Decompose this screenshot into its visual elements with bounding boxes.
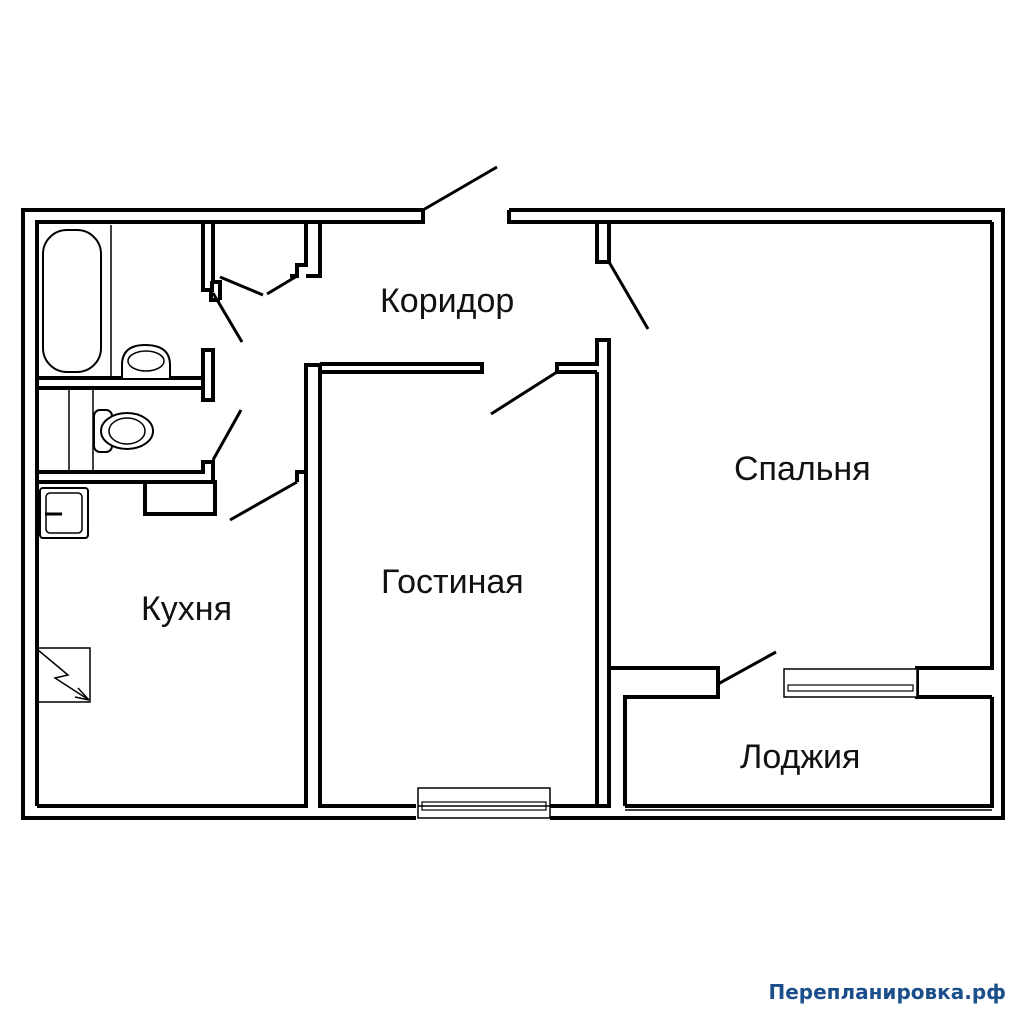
- room-label-bedroom: Спальня: [734, 450, 871, 488]
- toilet-room: [37, 386, 215, 484]
- sink-icon: [121, 343, 171, 378]
- closet-door-left[interactable]: [219, 275, 264, 297]
- living-room-window: [417, 787, 551, 819]
- bathtub-icon: [42, 229, 102, 373]
- watermark: Перепланировка.рф: [768, 980, 1006, 1004]
- kitchen: [37, 470, 308, 808]
- closet: [201, 222, 322, 302]
- room-label-living-room: Гостиная: [381, 563, 524, 601]
- bedroom-door[interactable]: [607, 261, 650, 330]
- loggia-door[interactable]: [717, 650, 777, 686]
- doors: [211, 165, 777, 686]
- room-label-kitchen: Кухня: [141, 590, 232, 628]
- bathroom-door[interactable]: [211, 292, 244, 343]
- bedroom: [595, 222, 994, 808]
- outer-walls: [21, 208, 1005, 820]
- room-label-loggia: Лоджия: [740, 738, 861, 776]
- living-room-door[interactable]: [490, 370, 558, 416]
- closet-door-right[interactable]: [266, 274, 298, 296]
- kitchen-sink-icon: [39, 487, 89, 539]
- bedroom-window: [783, 668, 918, 698]
- living-room: [304, 338, 611, 808]
- stove-icon: [37, 647, 91, 703]
- kitchen-door[interactable]: [229, 480, 298, 522]
- toilet-door[interactable]: [211, 409, 243, 461]
- bathroom: [37, 220, 215, 402]
- entrance-door[interactable]: [422, 165, 498, 212]
- room-label-corridor: Коридор: [380, 282, 515, 320]
